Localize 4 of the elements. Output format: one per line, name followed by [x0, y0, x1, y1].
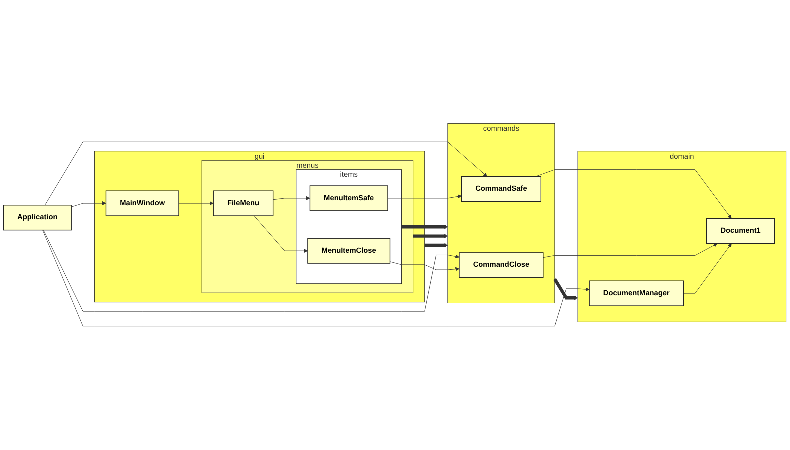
- arrow: [402, 225, 448, 230]
- arrow: [554, 278, 578, 300]
- arrow: [413, 234, 448, 238]
- arrow: [424, 244, 448, 248]
